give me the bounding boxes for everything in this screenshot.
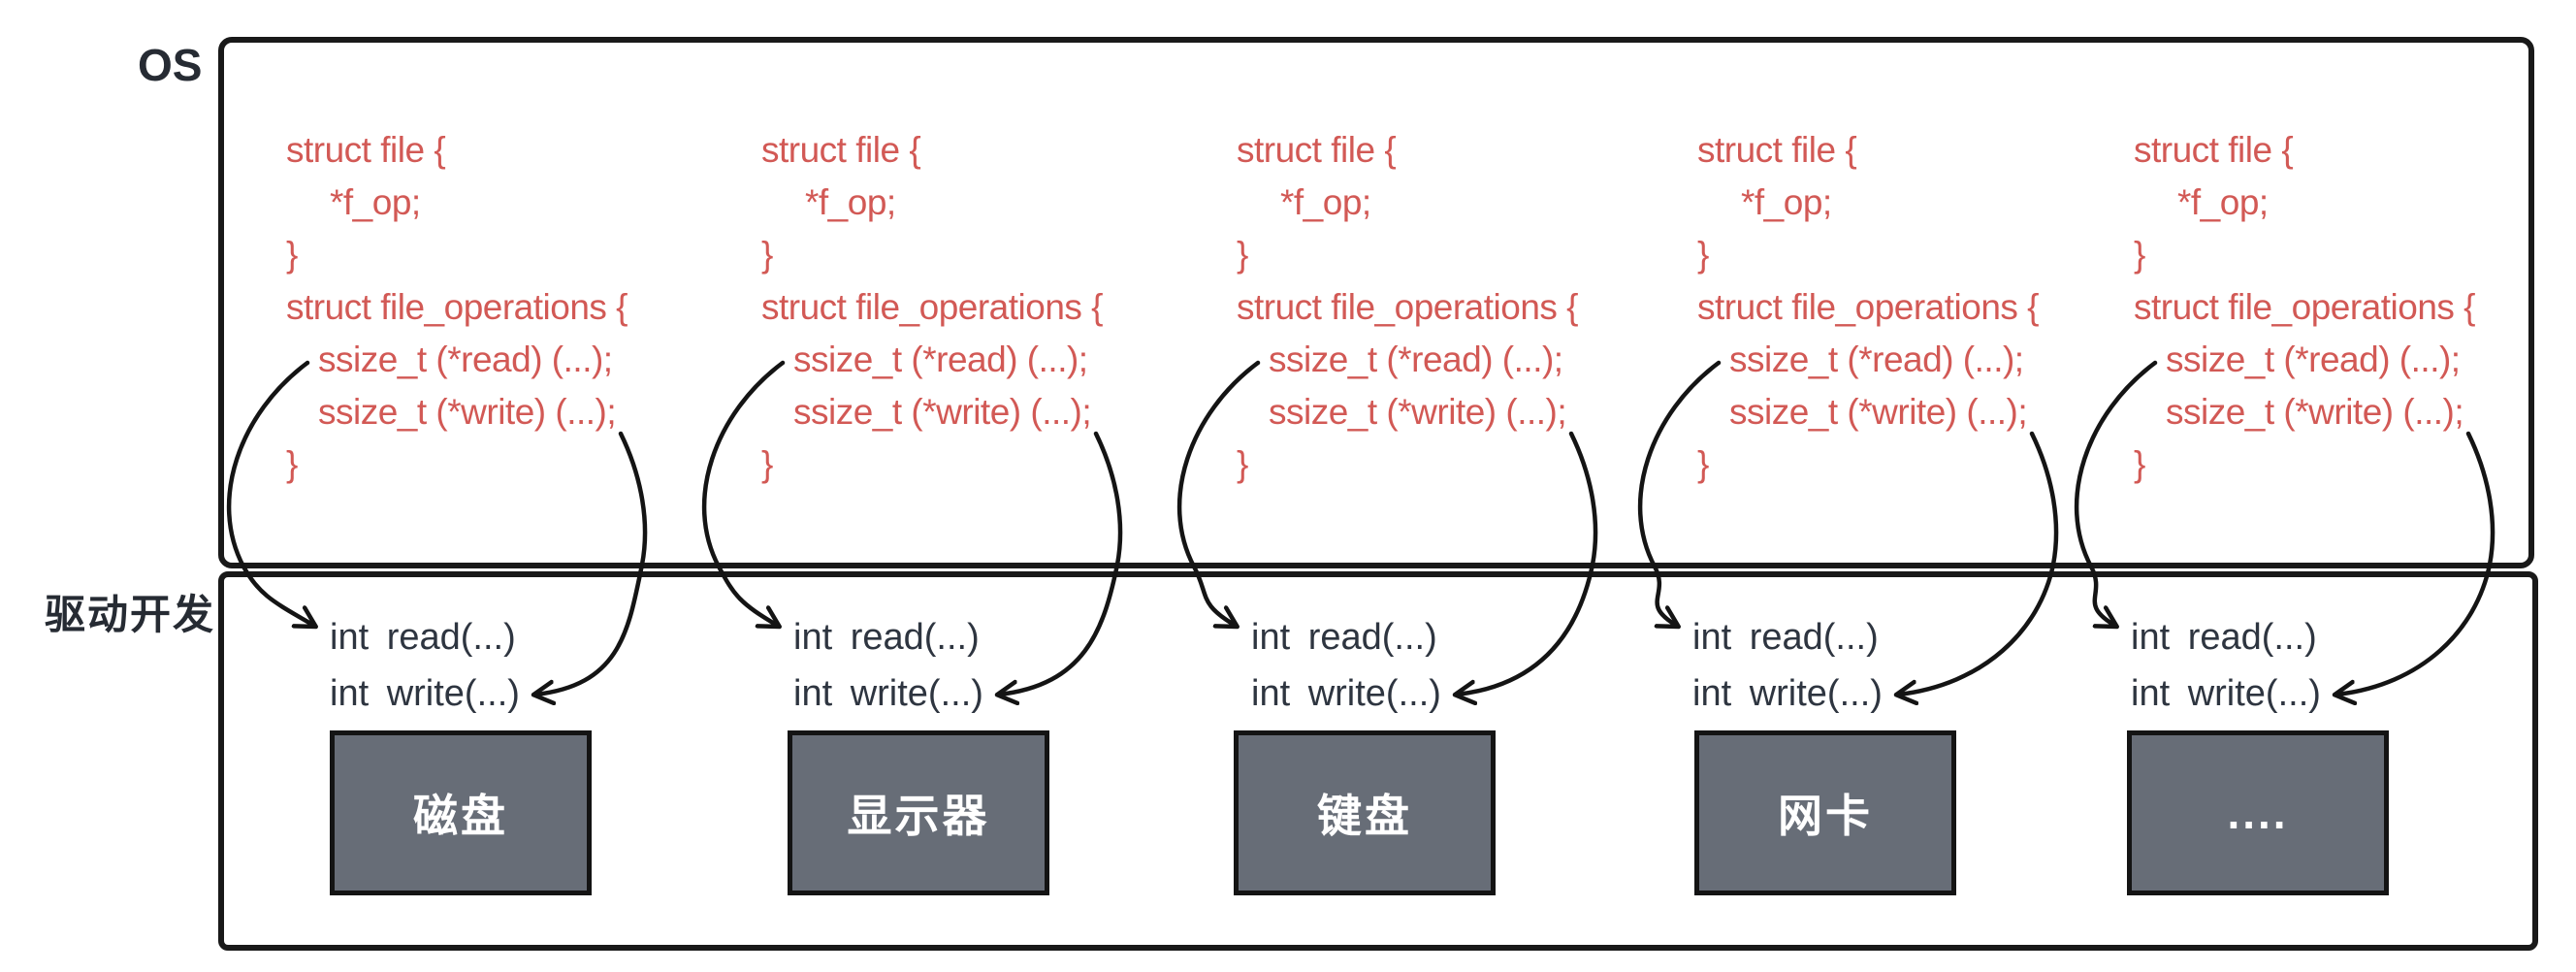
driver-development-label: 驱动开发 (45, 592, 216, 637)
driver-functions-block-3: int read(...) int write(...) (1251, 609, 1441, 722)
os-code-line: *f_op; (805, 182, 896, 222)
os-code-line: struct file_operations { (1697, 287, 2040, 327)
device-box-4: 网卡 (1694, 730, 1956, 895)
driver-function-line: int write(...) (1251, 673, 1441, 714)
os-code-line: ssize_t (*write) (...); (318, 392, 617, 432)
driver-function-line: int write(...) (2131, 673, 2321, 714)
device-box-1: 磁盘 (330, 730, 592, 895)
os-label: OS (138, 40, 203, 90)
os-code-line: *f_op; (2177, 182, 2269, 222)
os-code-line: struct file_operations { (286, 287, 628, 327)
os-code-line: struct file { (761, 130, 921, 170)
driver-functions-block-2: int read(...) int write(...) (793, 609, 983, 722)
os-code-line: } (1237, 444, 1248, 484)
os-code-line: struct file { (1697, 130, 1857, 170)
device-label: 键盘 (1317, 791, 1412, 841)
device-box-5: .... (2127, 730, 2389, 895)
driver-function-line: int write(...) (330, 673, 520, 714)
device-label: 显示器 (847, 791, 990, 841)
os-struct-code-block-5: struct file { *f_op;} struct file_operatio… (2134, 124, 2476, 491)
os-code-line: ssize_t (*write) (...); (793, 392, 1092, 432)
os-struct-code-block-2: struct file { *f_op;} struct file_operatio… (761, 124, 1104, 491)
driver-functions-block-5: int read(...) int write(...) (2131, 609, 2321, 722)
os-struct-code-block-4: struct file { *f_op;} struct file_operatio… (1697, 124, 2040, 491)
driver-function-line: int read(...) (1692, 617, 1879, 658)
os-code-line: ssize_t (*read) (...); (318, 340, 613, 379)
driver-function-line: int read(...) (793, 617, 980, 658)
os-code-line: ssize_t (*write) (...); (1729, 392, 2028, 432)
driver-function-line: int write(...) (1692, 673, 1883, 714)
os-code-line: } (761, 444, 773, 484)
os-code-line: ssize_t (*read) (...); (793, 340, 1088, 379)
driver-function-line: int write(...) (793, 673, 983, 714)
os-code-line: *f_op; (330, 182, 421, 222)
device-label: .... (2227, 788, 2289, 838)
os-code-line: } (2134, 235, 2145, 275)
os-code-line: struct file_operations { (761, 287, 1104, 327)
driver-functions-block-4: int read(...) int write(...) (1692, 609, 1883, 722)
os-code-line: *f_op; (1741, 182, 1832, 222)
os-code-line: struct file { (2134, 130, 2294, 170)
driver-function-line: int read(...) (330, 617, 516, 658)
os-code-line: struct file_operations { (2134, 287, 2476, 327)
device-box-3: 键盘 (1234, 730, 1496, 895)
os-code-line: struct file { (286, 130, 446, 170)
os-code-line: } (1697, 444, 1709, 484)
os-code-line: struct file_operations { (1237, 287, 1579, 327)
device-box-2: 显示器 (788, 730, 1049, 895)
os-code-line: } (761, 235, 773, 275)
device-label: 网卡 (1778, 791, 1873, 841)
os-code-line: struct file { (1237, 130, 1397, 170)
os-code-line: ssize_t (*read) (...); (1729, 340, 2024, 379)
os-code-line: } (1697, 235, 1709, 275)
driver-functions-block-1: int read(...) int write(...) (330, 609, 520, 722)
os-struct-code-block-3: struct file { *f_op;} struct file_operatio… (1237, 124, 1579, 491)
os-code-line: } (2134, 444, 2145, 484)
os-code-line: *f_op; (1280, 182, 1371, 222)
os-code-line: ssize_t (*write) (...); (2166, 392, 2464, 432)
os-code-line: ssize_t (*read) (...); (2166, 340, 2461, 379)
driver-function-line: int read(...) (2131, 617, 2317, 658)
os-code-line: } (1237, 235, 1248, 275)
os-code-line: } (286, 235, 298, 275)
os-struct-code-block-1: struct file { *f_op;} struct file_operatio… (286, 124, 628, 491)
os-code-line: ssize_t (*write) (...); (1269, 392, 1567, 432)
driver-function-line: int read(...) (1251, 617, 1437, 658)
os-code-line: ssize_t (*read) (...); (1269, 340, 1563, 379)
device-label: 磁盘 (413, 791, 508, 841)
os-code-line: } (286, 444, 298, 484)
